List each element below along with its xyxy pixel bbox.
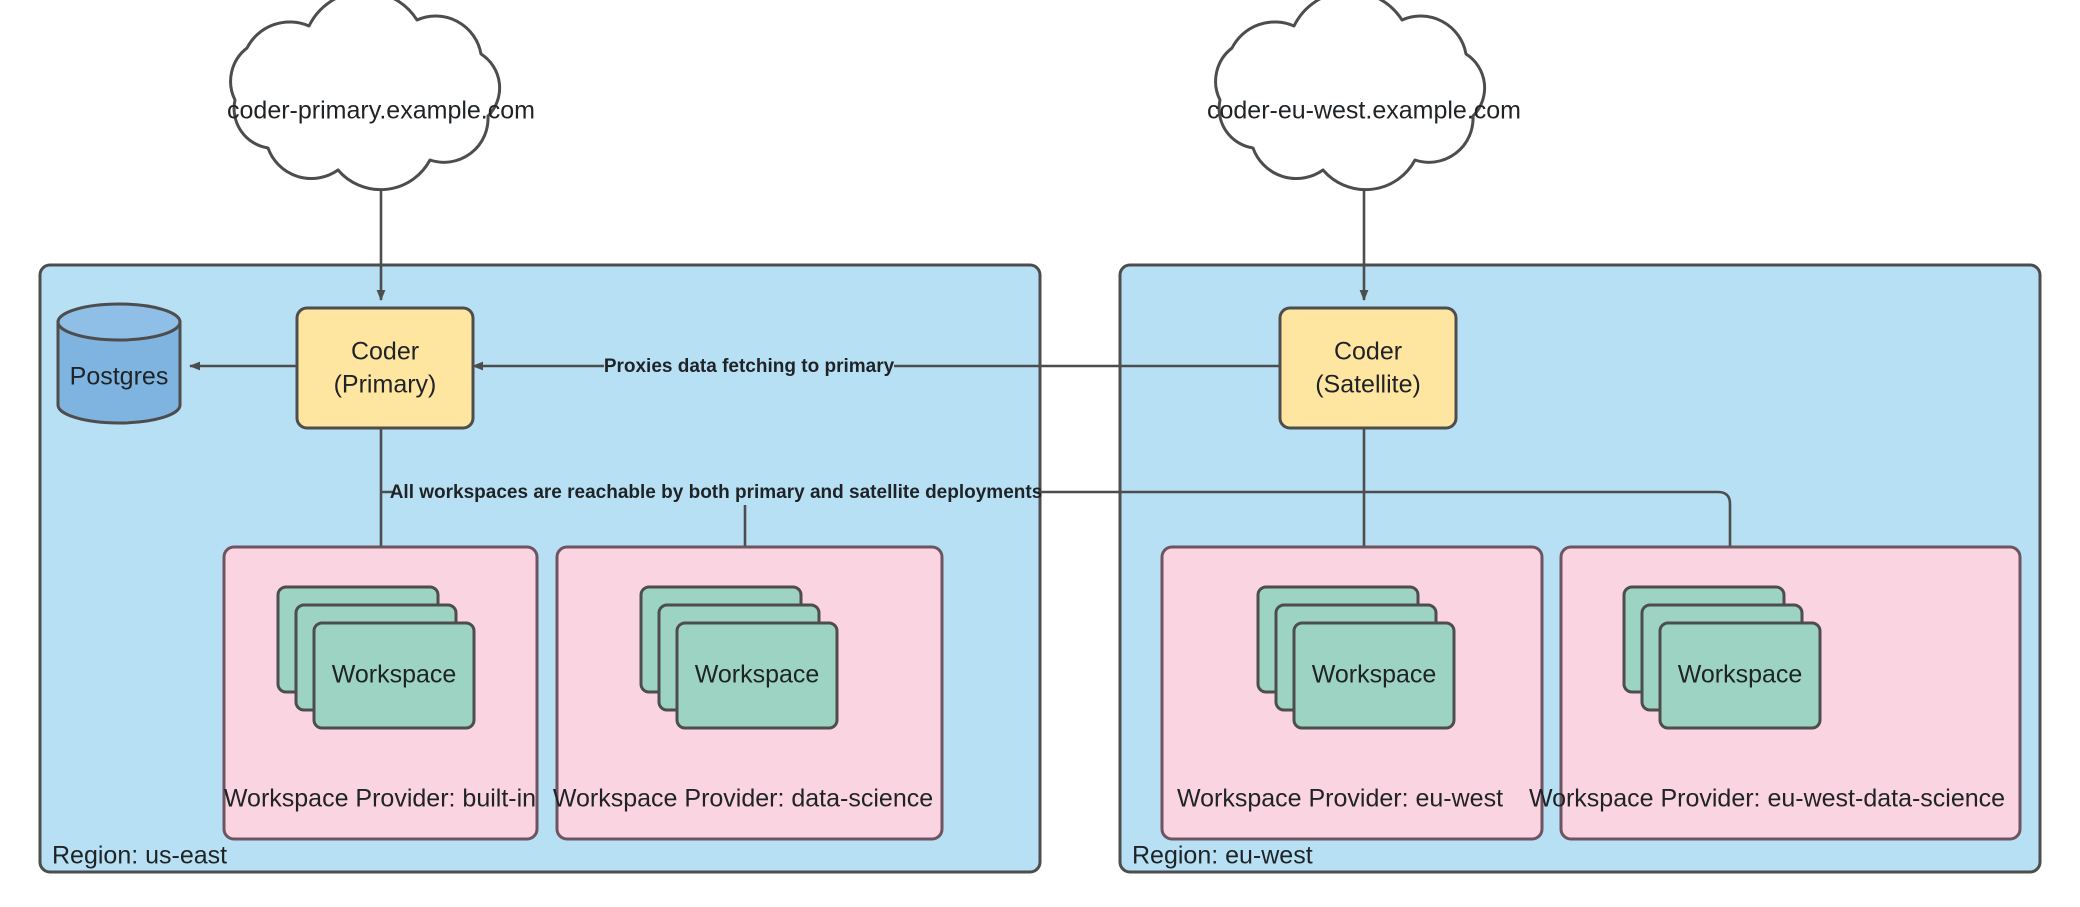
provider-eu-west[interactable]: Workspace Workspace Provider: eu-west	[1160, 545, 1544, 841]
coder-satellite-node[interactable]: Coder (Satellite)	[1278, 306, 1458, 430]
workspace-card-front[interactable]	[1292, 621, 1456, 730]
region-us-east-label: Region: us-east	[52, 842, 227, 870]
workspace-stack-built-in: Workspace	[276, 585, 476, 730]
coder-satellite-line1: Coder	[1334, 338, 1402, 366]
edge-label-proxies-backdrop	[604, 353, 894, 379]
edge-label-reachable-text: All workspaces are reachable by both pri…	[390, 482, 1043, 503]
coder-primary-line1: Coder	[351, 338, 419, 366]
coder-satellite-box	[1278, 306, 1458, 430]
provider-eu-west-data-science[interactable]: Workspace Workspace Provider: eu-west-da…	[1529, 545, 2022, 841]
provider-built-in[interactable]: Workspace Workspace Provider: built-in	[222, 545, 539, 841]
workspace-card-label: Workspace	[695, 661, 820, 689]
edge-label-reachable-backdrop	[395, 479, 1038, 505]
edge-label-reachable: All workspaces are reachable by both pri…	[390, 479, 1043, 505]
postgres-database[interactable]: Postgres	[56, 302, 182, 425]
provider-eu-west-label: Workspace Provider: eu-west	[1177, 785, 1503, 813]
postgres-cylinder-top	[56, 302, 182, 342]
workspace-stack-data-science: Workspace	[639, 585, 839, 730]
provider-data-science[interactable]: Workspace Workspace Provider: data-scien…	[553, 545, 944, 841]
coder-satellite-line2: (Satellite)	[1315, 371, 1421, 399]
edge-label-proxies: Proxies data fetching to primary	[604, 353, 895, 379]
workspace-card-label: Workspace	[1312, 661, 1437, 689]
workspace-stack-eu-west: Workspace	[1256, 585, 1456, 730]
bus-segment-right	[1036, 490, 1732, 547]
workspace-card-label: Workspace	[332, 661, 457, 689]
workspace-card-label: Workspace	[1678, 661, 1803, 689]
cloud-primary: coder-primary.example.com	[227, 0, 535, 192]
cloud-eu-west-label: coder-eu-west.example.com	[1207, 97, 1521, 125]
postgres-label: Postgres	[70, 363, 169, 391]
edge-label-proxies-text: Proxies data fetching to primary	[604, 356, 895, 377]
coder-primary-line2: (Primary)	[334, 371, 437, 399]
cloud-primary-shape	[229, 0, 502, 192]
provider-eu-west-data-science-label: Workspace Provider: eu-west-data-science	[1529, 785, 2005, 813]
workspace-card-front[interactable]	[312, 621, 476, 730]
coder-primary-box	[295, 306, 475, 430]
region-eu-west-label: Region: eu-west	[1132, 842, 1313, 870]
cloud-eu-west-shape	[1214, 0, 1487, 192]
provider-built-in-label: Workspace Provider: built-in	[224, 785, 536, 813]
provider-data-science-label: Workspace Provider: data-science	[553, 785, 933, 813]
workspace-card-front[interactable]	[675, 621, 839, 730]
cloud-eu-west: coder-eu-west.example.com	[1207, 0, 1521, 192]
postgres-cylinder-body	[56, 320, 182, 425]
coder-primary-node[interactable]: Coder (Primary)	[295, 306, 475, 430]
workspace-card-front[interactable]	[1658, 621, 1822, 730]
cloud-primary-label: coder-primary.example.com	[227, 97, 535, 125]
workspace-stack-eu-west-data-science: Workspace	[1622, 585, 1822, 730]
